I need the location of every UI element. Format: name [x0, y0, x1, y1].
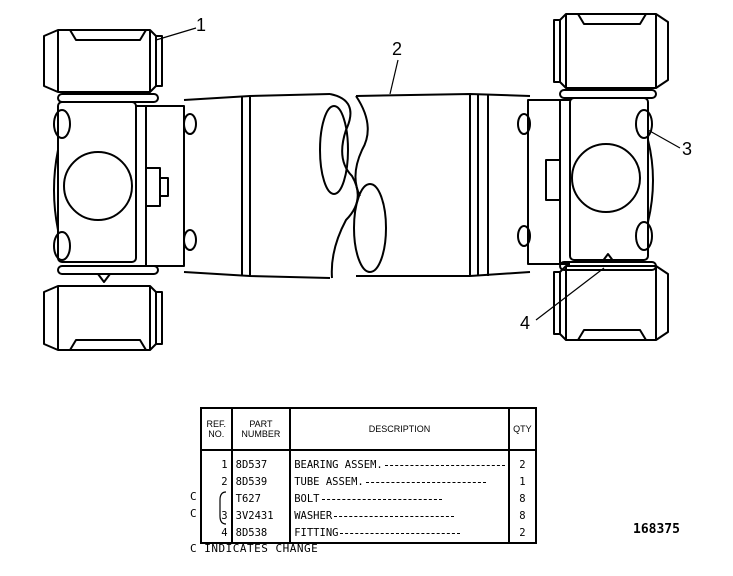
table-row: 4 8D538 FITTING 2 — [200, 525, 538, 544]
right-bearing-cap-top — [553, 13, 669, 89]
part-number-cell: T627 — [230, 491, 292, 508]
illustration-number: 168375 — [633, 522, 680, 537]
left-bearing-cap-bottom — [43, 285, 163, 351]
description-cell: TUBE ASSEM. — [289, 474, 510, 491]
right-retaining-rings — [559, 89, 657, 271]
callout-2: 2 — [392, 39, 403, 59]
description-cell: WASHER — [289, 508, 510, 525]
table-header-row: REF. NO. PART NUMBER DESCRIPTION QTY — [200, 407, 538, 451]
table-row: T627 BOLT 8 — [200, 491, 538, 508]
qty-cell: 2 — [507, 450, 538, 474]
callout-3: 3 — [682, 139, 693, 159]
ref-cell: 4 — [200, 525, 233, 544]
left-retaining-rings — [57, 93, 159, 283]
table-row: 2 8D539 TUBE ASSEM. 1 — [200, 474, 538, 491]
header-description: DESCRIPTION — [289, 407, 510, 451]
description-cell: BEARING ASSEM. — [289, 450, 510, 474]
ref-cell: 1 — [200, 450, 233, 474]
part-number-cell: 8D537 — [230, 450, 292, 474]
left-yoke-body — [53, 101, 197, 267]
part-number-cell: 3V2431 — [230, 508, 292, 525]
left-bearing-cap-top — [43, 29, 163, 93]
leader-lines — [155, 27, 681, 321]
ref-cell: 2 — [200, 474, 233, 491]
bracket-icon — [219, 491, 227, 525]
change-footnote: C INDICATES CHANGE — [190, 542, 319, 555]
right-tube-section — [353, 93, 531, 277]
qty-cell: 2 — [507, 525, 538, 544]
qty-cell: 1 — [507, 474, 538, 491]
right-bearing-cap-bottom — [553, 265, 669, 341]
left-tube-section — [183, 93, 359, 279]
part-number-cell: 8D538 — [230, 525, 292, 544]
ref-cell: 3 — [200, 508, 233, 525]
change-mark-washer: C — [190, 507, 197, 520]
table-row: 3 3V2431 WASHER 8 — [200, 508, 538, 525]
header-part-number: PART NUMBER — [230, 407, 292, 451]
callout-4: 4 — [520, 313, 531, 333]
part-number-cell: 8D539 — [230, 474, 292, 491]
table-row: 1 8D537 BEARING ASSEM. 2 — [200, 450, 538, 474]
header-qty: QTY — [507, 407, 538, 451]
qty-cell: 8 — [507, 491, 538, 508]
drive-shaft-illustration — [43, 13, 681, 351]
ref-cell — [200, 491, 233, 508]
right-yoke-body — [517, 97, 654, 265]
header-ref-no: REF. NO. — [200, 407, 233, 451]
parts-table: REF. NO. PART NUMBER DESCRIPTION QTY 1 8… — [200, 407, 538, 544]
qty-cell: 8 — [507, 508, 538, 525]
callout-1: 1 — [196, 15, 207, 35]
description-cell: BOLT — [289, 491, 510, 508]
description-cell: FITTING — [289, 525, 510, 544]
change-mark-bolt: C — [190, 490, 197, 503]
